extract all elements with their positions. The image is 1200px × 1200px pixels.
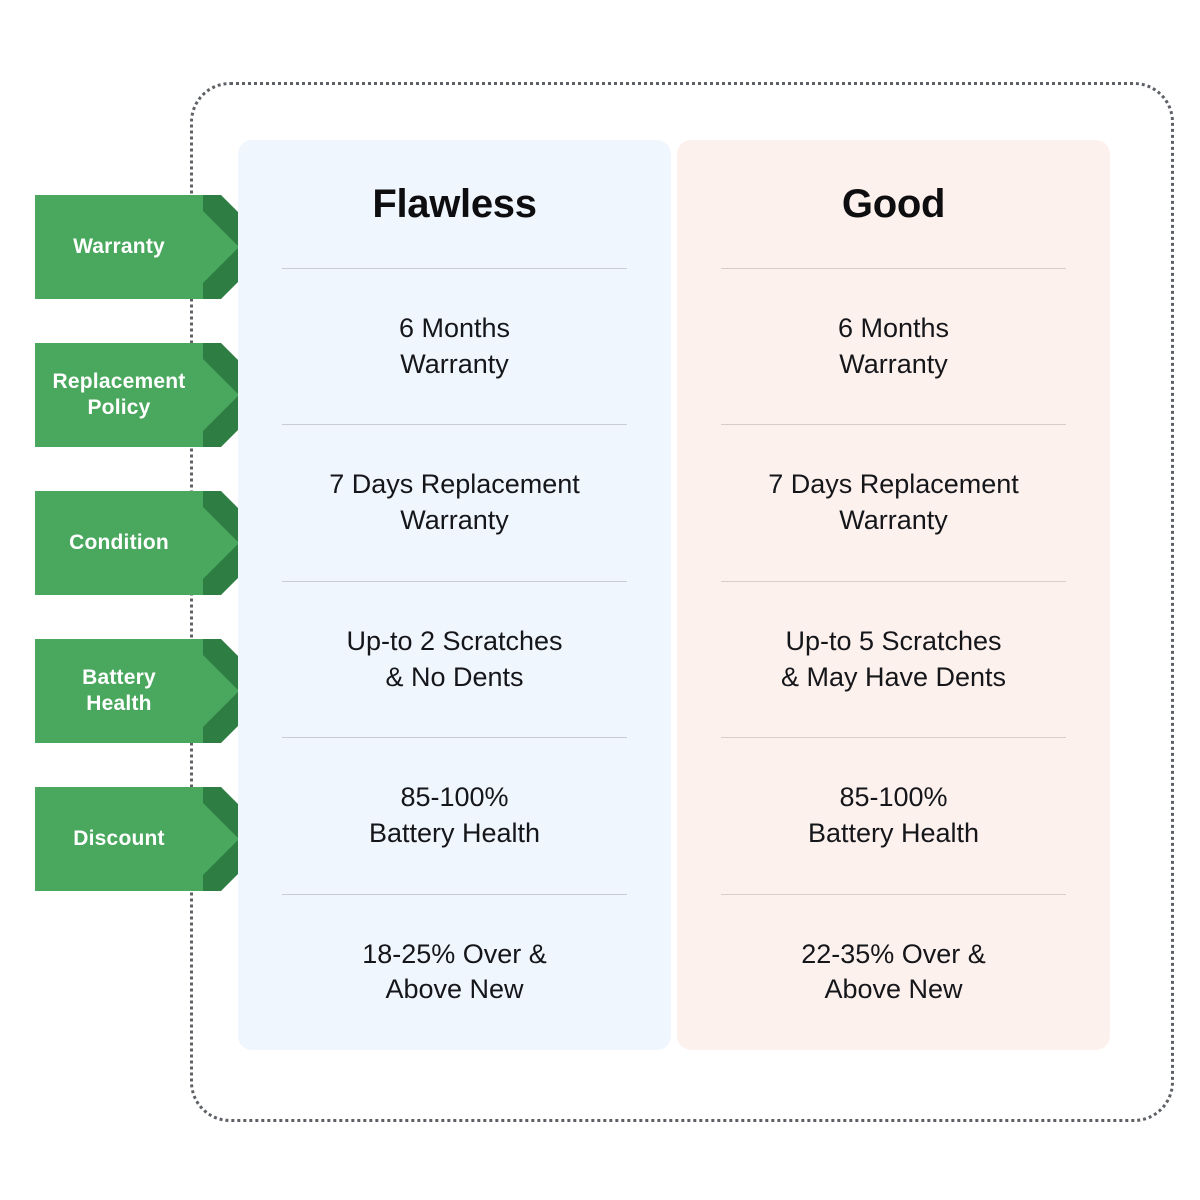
row-label-text: Replacement Policy: [35, 343, 203, 447]
cell-good-condition: Up-to 5 Scratches & May Have Dents: [721, 580, 1066, 737]
chevron-front-icon: [185, 639, 239, 743]
cell-line1: 6 Months: [837, 313, 950, 344]
row-label-text: Condition: [69, 531, 169, 555]
row-label-discount: Discount: [0, 762, 273, 916]
column-title-good: Good: [841, 181, 946, 226]
arrow-shape: Condition: [35, 491, 273, 595]
arrow-shape: Replacement Policy: [35, 343, 273, 447]
cell-flawless-warranty: 6 Months Warranty: [282, 268, 627, 424]
cell-line1: 85-100%: [400, 782, 509, 813]
column-good: Good 6 Months Warranty 7 Days Replacemen…: [677, 140, 1110, 1050]
arrow-body: [35, 787, 203, 891]
cell-line2: Warranty: [839, 505, 948, 536]
cell-line2: Warranty: [400, 348, 509, 379]
chevron-front-icon: [185, 343, 239, 447]
cell-good-replacement-policy: 7 Days Replacement Warranty: [721, 424, 1066, 580]
cell-line1: 85-100%: [839, 782, 948, 813]
row-label-text: Battery Health: [35, 639, 203, 743]
cell-line2: Above New: [385, 974, 524, 1005]
arrow-body: [35, 195, 203, 299]
chevron-front-icon: [185, 491, 239, 595]
row-label-replacement-policy: Replacement Policy: [0, 318, 273, 472]
cell-line1: 22-35% Over &: [801, 938, 986, 969]
comparison-columns: Flawless 6 Months Warranty 7 Days Replac…: [238, 140, 1110, 1050]
arrow-shape: Discount: [35, 787, 273, 891]
cell-flawless-replacement-policy: 7 Days Replacement Warranty: [282, 424, 627, 580]
row-label-warranty: Warranty: [0, 170, 273, 324]
cell-line2: Warranty: [839, 348, 948, 379]
row-label-column: Warranty Replacement Policy: [0, 140, 273, 1050]
chevron-front-icon: [185, 787, 239, 891]
cell-line2: & No Dents: [385, 661, 524, 692]
arrow-shape: Battery Health: [35, 639, 273, 743]
cell-line1: Up-to 5 Scratches: [785, 625, 1002, 656]
cell-line1: 7 Days Replacement: [329, 469, 580, 500]
row-label-condition: Condition: [0, 466, 273, 620]
dotted-outer-frame: [190, 82, 1174, 1122]
cell-good-warranty: 6 Months Warranty: [721, 268, 1066, 424]
arrow-body: [35, 639, 203, 743]
column-cells-good: 6 Months Warranty 7 Days Replacement War…: [721, 268, 1066, 1050]
cell-line2: Warranty: [400, 505, 509, 536]
cell-flawless-condition: Up-to 2 Scratches & No Dents: [282, 580, 627, 737]
column-cells-flawless: 6 Months Warranty 7 Days Replacement War…: [282, 268, 627, 1050]
cell-line1: 6 Months: [398, 313, 511, 344]
cell-line1: 7 Days Replacement: [768, 469, 1019, 500]
cell-flawless-discount: 18-25% Over & Above New: [282, 893, 627, 1050]
row-label-text: Warranty: [73, 235, 165, 259]
cell-line2: & May Have Dents: [780, 661, 1007, 692]
cell-good-discount: 22-35% Over & Above New: [721, 893, 1066, 1050]
cell-flawless-battery-health: 85-100% Battery Health: [282, 737, 627, 893]
cell-line2: Battery Health: [368, 817, 541, 848]
cell-line2: Battery Health: [807, 817, 980, 848]
chevron-front-icon: [185, 195, 239, 299]
row-label-line1: Replacement: [52, 370, 186, 394]
cell-line1: 18-25% Over &: [362, 938, 547, 969]
row-label-line1: Battery: [82, 666, 156, 690]
arrow-shape: Warranty: [35, 195, 273, 299]
row-label-battery-health: Battery Health: [0, 614, 273, 768]
cell-good-battery-health: 85-100% Battery Health: [721, 737, 1066, 893]
column-title-flawless: Flawless: [372, 181, 537, 226]
arrow-body: [35, 343, 203, 447]
column-flawless: Flawless 6 Months Warranty 7 Days Replac…: [238, 140, 671, 1050]
cell-line2: Above New: [824, 974, 963, 1005]
row-label-line2: Health: [86, 692, 152, 715]
cell-line1: Up-to 2 Scratches: [346, 625, 563, 656]
row-label-line2: Policy: [87, 396, 151, 419]
arrow-body: [35, 491, 203, 595]
row-label-text: Discount: [73, 827, 165, 851]
